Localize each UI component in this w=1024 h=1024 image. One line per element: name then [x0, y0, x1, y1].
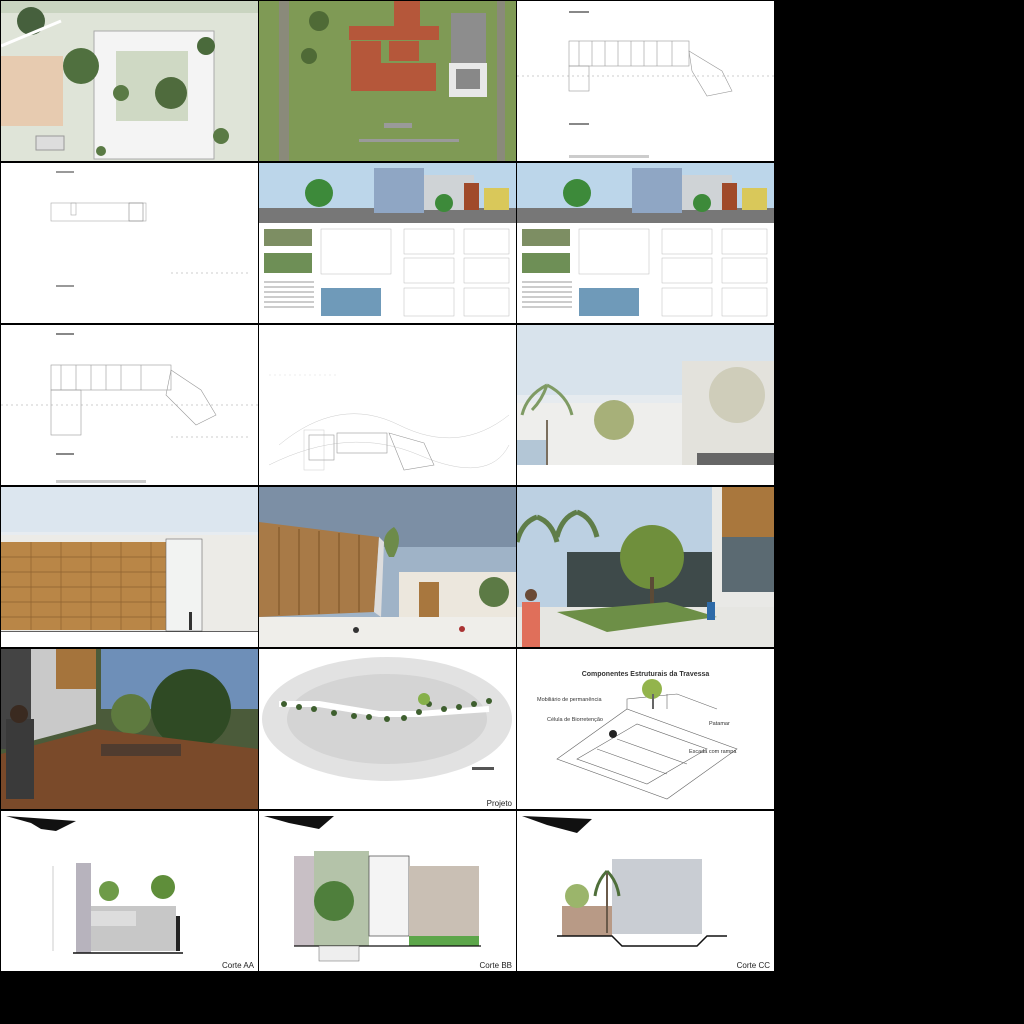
elevation-drawing-thumbnail[interactable] [1, 163, 258, 323]
corte-cc-caption: Corte CC [736, 961, 770, 970]
render-garden-thumbnail[interactable] [517, 487, 774, 647]
projeto-plan-thumbnail[interactable]: Projeto [259, 649, 516, 809]
projeto-caption: Projeto [486, 799, 512, 808]
celula-label: Célula de Biorretenção [547, 717, 603, 723]
render-facade-thumbnail[interactable] [1, 487, 258, 647]
site-plan-thumbnail-2[interactable] [259, 325, 516, 485]
structural-title: Componentes Estruturais da Travessa [581, 671, 710, 678]
render-deck-thumbnail[interactable] [1, 649, 258, 809]
render-plaza-thumbnail[interactable] [259, 487, 516, 647]
thumbnail-grid: Projeto Componentes Estruturais da Trave… [0, 0, 774, 972]
corte-bb-caption: Corte BB [479, 961, 512, 970]
floor-plan-thumbnail-1[interactable] [517, 1, 774, 161]
patamar-label: Patamar [709, 721, 730, 727]
aerial-view-thumbnail[interactable] [259, 1, 516, 161]
section-aa-thumbnail[interactable]: Corte AA [1, 811, 258, 971]
corte-aa-caption: Corte AA [221, 961, 254, 970]
floor-plan-thumbnail-2[interactable] [1, 325, 258, 485]
mobiliario-label: Mobiliário de permanência [537, 697, 602, 703]
render-courtyard-thumbnail[interactable] [517, 325, 774, 485]
section-cc-thumbnail[interactable]: Corte CC [517, 811, 774, 971]
presentation-board-thumbnail-2[interactable] [517, 163, 774, 323]
escada-label: Escada com rampa [689, 749, 737, 755]
presentation-board-thumbnail-1[interactable] [259, 163, 516, 323]
section-bb-thumbnail[interactable]: Corte BB [259, 811, 516, 971]
structural-components-thumbnail[interactable]: Componentes Estruturais da Travessa Mobi… [517, 649, 774, 809]
site-plan-thumbnail[interactable] [1, 1, 258, 161]
